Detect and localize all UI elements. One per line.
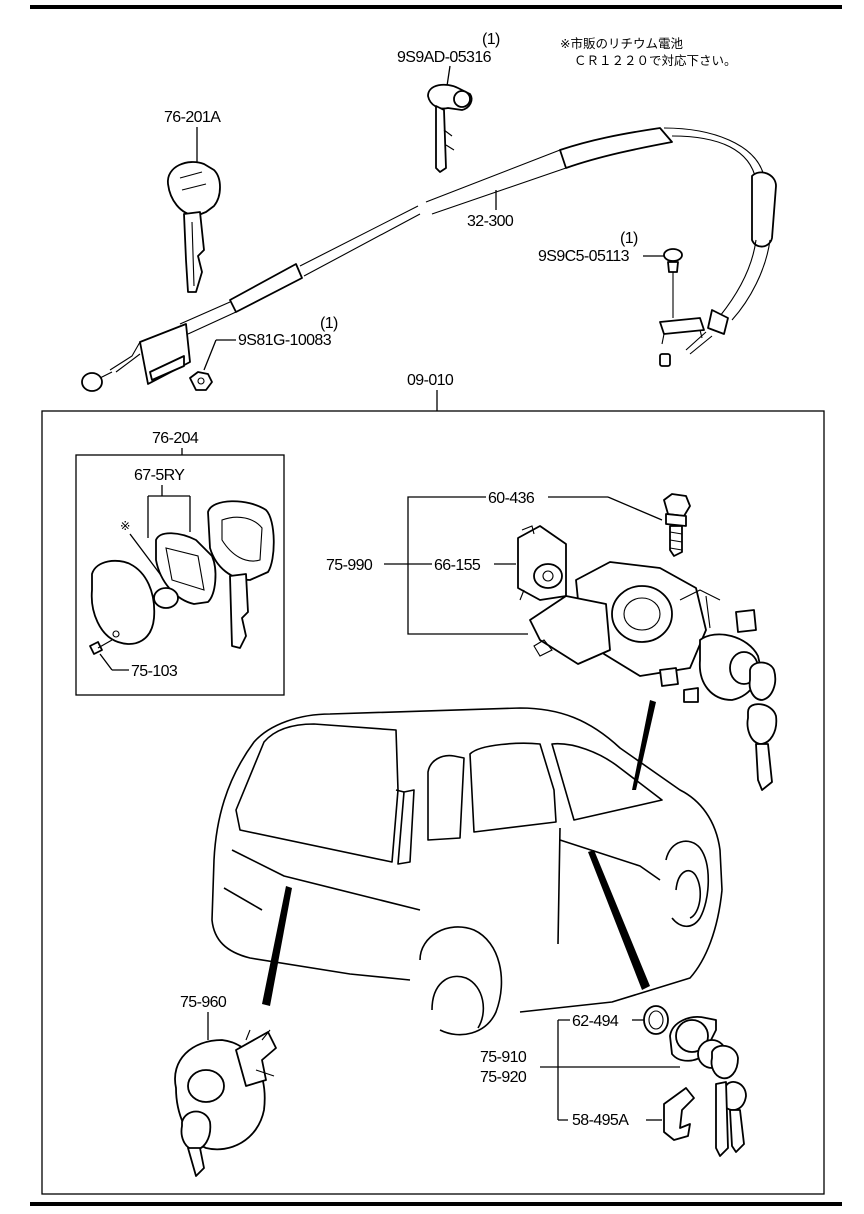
part-cable-32-300 (179, 127, 777, 367)
pointer-hatch-lock (262, 886, 292, 1006)
part-hatch-key (180, 1110, 212, 1177)
assembly-box-09-010 (41, 410, 825, 1195)
label-76-204[interactable]: 76-204 (152, 430, 200, 447)
part-door-key (710, 1044, 747, 1157)
part-bolt-60-436 (663, 493, 691, 557)
battery-note-line1: ※市販のリチウム電池 (560, 36, 683, 51)
part-screw-9s9c5 (663, 248, 683, 318)
part-clip-58-495a (663, 1087, 695, 1141)
label-9s9c5-05113[interactable]: 9S9C5-05113 (538, 248, 630, 265)
part-screw-75-103 (89, 639, 113, 655)
battery-note-line2: ＣＲ１２２０で対応下さい。 (574, 53, 737, 68)
label-76-201a[interactable]: 76-201A (164, 109, 222, 126)
label-67-5ry[interactable]: 67-5RY (134, 467, 186, 484)
label-58-495a[interactable]: 58-495A (572, 1112, 630, 1129)
label-9s81g-qty[interactable]: (1) (320, 315, 339, 332)
part-lever-end (81, 323, 191, 392)
car-body-outline (211, 707, 723, 1036)
label-75-960[interactable]: 75-960 (180, 994, 228, 1011)
part-gasket-62-494 (643, 1005, 669, 1035)
label-75-910[interactable]: 75-910 (480, 1049, 528, 1066)
part-transmitter-board-67-5ry (155, 532, 217, 605)
label-9s81g-10083[interactable]: 9S81G-10083 (238, 332, 332, 349)
label-9s9ad-05316[interactable]: 9S9AD-05316 (397, 49, 492, 66)
part-key-head-76-204 (207, 500, 275, 649)
part-clip-9s9ad (427, 83, 473, 173)
part-ignition-key (746, 661, 778, 791)
part-key-76-201a (167, 161, 221, 293)
label-75-920[interactable]: 75-920 (480, 1069, 528, 1086)
label-62-494[interactable]: 62-494 (572, 1013, 620, 1030)
label-09-010[interactable]: 09-010 (407, 372, 455, 389)
label-60-436[interactable]: 60-436 (488, 490, 536, 507)
label-32-300[interactable]: 32-300 (467, 213, 515, 230)
label-75-990[interactable]: 75-990 (326, 557, 374, 574)
part-steering-lock-75-990 (529, 561, 761, 703)
subassembly-box-76-204 (75, 454, 285, 696)
part-battery-cr1220 (153, 587, 179, 609)
label-9s9c5-qty[interactable]: (1) (620, 230, 639, 247)
part-nut-9s81g (189, 371, 213, 391)
label-9s9ad-qty[interactable]: (1) (482, 31, 501, 48)
pointer-door-lock (588, 850, 650, 990)
part-transmitter-case-76-204 (90, 559, 156, 645)
part-bracket-cable-end (659, 317, 705, 345)
pointer-steering-lock (632, 700, 656, 790)
label-75-103[interactable]: 75-103 (131, 663, 179, 680)
label-asterisk[interactable]: ※ (120, 518, 130, 533)
label-66-155[interactable]: 66-155 (434, 557, 482, 574)
part-switch-66-155 (517, 525, 567, 601)
